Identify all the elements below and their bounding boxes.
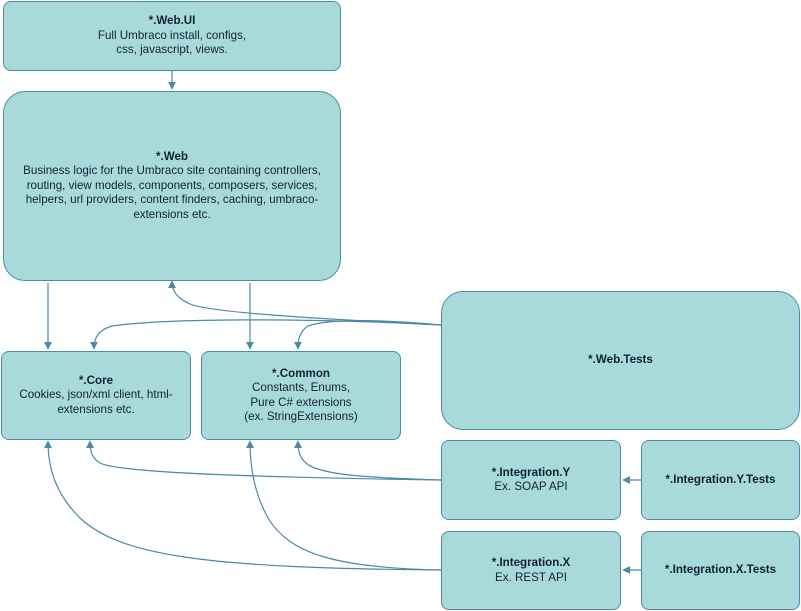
node-web-tests-title: *.Web.Tests	[588, 353, 653, 367]
edge-integration-y-to-core	[86, 440, 442, 481]
node-web-desc-line: Business logic for the Umbraco site cont…	[23, 164, 321, 178]
node-integration-y-tests-title: *.Integration.Y.Tests	[665, 472, 776, 486]
node-common-desc-line: Pure C# extensions	[250, 395, 352, 409]
node-web[interactable]: *.Web Business logic for the Umbraco sit…	[3, 91, 341, 281]
node-core-title: *.Core	[78, 373, 114, 387]
node-web-desc-line: routing, view models, components, compos…	[26, 178, 318, 192]
node-common-desc-line: (ex. StringExtensions)	[244, 410, 358, 423]
node-integration-x-title: *.Integration.X	[491, 556, 571, 569]
edge-integration-x-to-common	[246, 440, 442, 571]
node-integration-x-desc-line: Ex. REST API	[495, 570, 567, 584]
node-core-desc-line: Cookies, json/xml client, html-	[19, 388, 173, 402]
edge-web-tests-to-web	[168, 280, 442, 326]
node-integration-x[interactable]: *.Integration.X Ex. REST API	[441, 531, 621, 610]
node-integration-y-tests[interactable]: *.Integration.Y.Tests	[641, 440, 800, 520]
node-core[interactable]: *.Core Cookies, json/xml client, html- e…	[1, 351, 191, 440]
edge-web-tests-to-core	[90, 319, 442, 350]
node-common-desc-line: Constants, Enums,	[252, 381, 350, 394]
node-integration-x-tests[interactable]: *.Integration.X.Tests	[641, 531, 800, 610]
node-integration-y-title: *.Integration.Y	[491, 465, 571, 479]
node-web-desc-line: extensions etc.	[133, 207, 211, 221]
node-web-tests[interactable]: *.Web.Tests	[441, 291, 800, 430]
node-web-ui-desc-line: css, javascript, views.	[116, 43, 228, 57]
edge-web-tests-to-common	[294, 320, 442, 350]
node-common[interactable]: *.Common Constants, Enums, Pure C# exten…	[201, 351, 401, 440]
node-web-ui[interactable]: *.Web.UI Full Umbraco install, configs, …	[3, 1, 341, 71]
node-web-ui-desc-line: Full Umbraco install, configs,	[97, 28, 247, 42]
node-core-desc-line: extensions etc.	[57, 402, 135, 416]
node-integration-y-desc-line: Ex. SOAP API	[494, 480, 568, 493]
node-web-desc-line: helpers, url providers, content finders,…	[25, 193, 319, 207]
edge-integration-y-to-common	[294, 440, 442, 481]
node-web-title: *.Web	[156, 149, 188, 163]
edge-integration-x-to-core	[44, 440, 442, 571]
node-integration-x-tests-title: *.Integration.X.Tests	[664, 563, 777, 577]
node-common-title: *.Common	[272, 366, 330, 380]
node-integration-y[interactable]: *.Integration.Y Ex. SOAP API	[441, 440, 621, 520]
node-web-ui-title: *.Web.UI	[148, 14, 196, 28]
